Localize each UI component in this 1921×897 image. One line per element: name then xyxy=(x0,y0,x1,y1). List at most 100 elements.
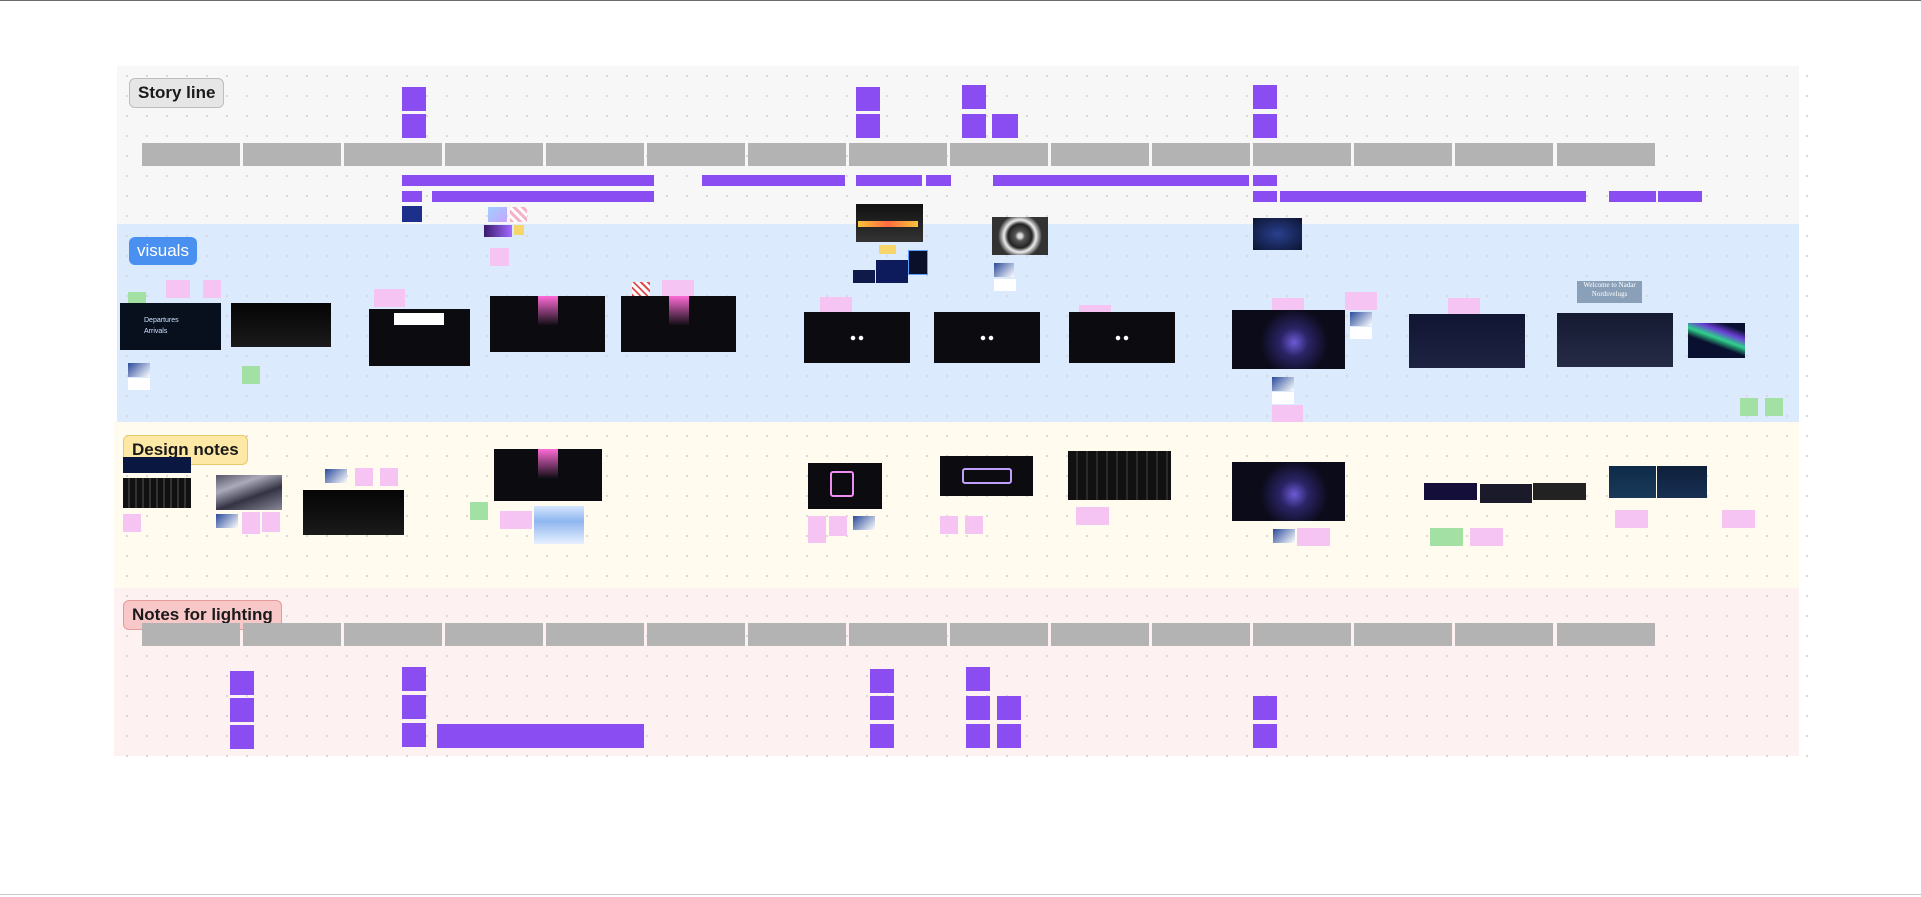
scene-block[interactable] xyxy=(950,623,1048,646)
sticky-note[interactable] xyxy=(965,516,983,534)
scene-block[interactable] xyxy=(445,623,543,646)
scene-block[interactable] xyxy=(1455,143,1553,166)
story-span-bar[interactable] xyxy=(856,175,922,186)
lighting-card[interactable] xyxy=(1253,696,1277,720)
lighting-card[interactable] xyxy=(230,671,254,695)
scene-block[interactable] xyxy=(1354,623,1452,646)
thumbnail-image[interactable] xyxy=(858,221,918,227)
sticky-note[interactable] xyxy=(1272,405,1303,422)
design-frame[interactable] xyxy=(1480,484,1532,503)
lighting-card[interactable] xyxy=(870,696,894,720)
scene-block[interactable] xyxy=(1354,143,1452,166)
lighting-card[interactable] xyxy=(230,725,254,749)
thumbnail-image[interactable] xyxy=(534,506,584,544)
thumbnail-image[interactable] xyxy=(402,206,422,222)
thumbnail-image[interactable] xyxy=(1253,218,1302,250)
scene-block[interactable] xyxy=(1051,623,1149,646)
lane-label-story-line[interactable]: Story line xyxy=(129,78,225,108)
visual-frame[interactable] xyxy=(231,303,331,347)
sticky-note[interactable] xyxy=(355,468,373,486)
lighting-card[interactable] xyxy=(966,696,990,720)
story-card[interactable] xyxy=(402,114,426,138)
welcome-sign[interactable]: Welcome to Nadar Nordsvelugs xyxy=(1577,281,1642,303)
story-card[interactable] xyxy=(1253,85,1277,109)
lighting-span-bar[interactable] xyxy=(437,724,644,748)
scene-block[interactable] xyxy=(1152,623,1250,646)
sticky-note[interactable] xyxy=(166,280,190,298)
lighting-card[interactable] xyxy=(230,698,254,722)
design-frame-neon-plug[interactable] xyxy=(940,456,1033,496)
sticky-note[interactable] xyxy=(490,248,509,266)
scene-block[interactable] xyxy=(1557,143,1655,166)
thumbnail-image[interactable] xyxy=(484,225,512,237)
visual-frame-aurora[interactable] xyxy=(1688,323,1745,358)
design-frame-starry[interactable] xyxy=(1609,466,1656,498)
scene-block[interactable] xyxy=(647,143,745,166)
design-frame[interactable] xyxy=(123,457,191,473)
lighting-card[interactable] xyxy=(870,724,894,748)
thumbnail-image[interactable] xyxy=(1273,529,1295,543)
design-frame[interactable] xyxy=(1533,483,1586,500)
sticky-note[interactable] xyxy=(1470,528,1503,546)
thumbnail-image[interactable] xyxy=(216,514,238,528)
scene-block[interactable] xyxy=(1253,143,1351,166)
visual-frame-night-sky[interactable] xyxy=(1557,313,1673,367)
visual-frame-departures[interactable]: Departures Arrivals xyxy=(120,303,221,350)
sticky-note[interactable] xyxy=(1722,510,1755,528)
sticky-note[interactable] xyxy=(808,516,826,543)
lighting-card[interactable] xyxy=(402,723,426,747)
story-span-bar[interactable] xyxy=(926,175,951,186)
design-frame-corridor[interactable] xyxy=(1068,451,1171,500)
scene-block[interactable] xyxy=(344,143,442,166)
story-span-bar[interactable] xyxy=(1253,175,1277,186)
sticky-note[interactable] xyxy=(1076,507,1109,525)
sticky-note[interactable] xyxy=(203,280,221,298)
sticky-note[interactable] xyxy=(514,225,524,235)
scene-block[interactable] xyxy=(748,623,846,646)
lane-label-visuals[interactable]: visuals xyxy=(129,237,197,265)
thumbnail-image[interactable] xyxy=(488,207,507,222)
sticky-note[interactable] xyxy=(829,516,847,536)
visual-frame[interactable] xyxy=(369,309,470,366)
thumbnail-image[interactable] xyxy=(1272,377,1294,391)
visual-frame-pink-light[interactable] xyxy=(490,296,605,352)
scene-block[interactable] xyxy=(748,143,846,166)
lighting-card[interactable] xyxy=(966,724,990,748)
scene-block[interactable] xyxy=(1152,143,1250,166)
thumbnail-image[interactable] xyxy=(325,469,347,483)
visual-frame-eyes[interactable] xyxy=(804,312,910,363)
story-card[interactable] xyxy=(1253,114,1277,138)
scene-block[interactable] xyxy=(344,623,442,646)
scene-block[interactable] xyxy=(1557,623,1655,646)
scene-block[interactable] xyxy=(142,143,240,166)
scene-block[interactable] xyxy=(142,623,240,646)
story-span-bar[interactable] xyxy=(402,175,654,186)
story-span-bar[interactable] xyxy=(702,175,845,186)
story-card[interactable] xyxy=(992,114,1018,138)
sticky-note[interactable] xyxy=(242,512,260,534)
story-span-bar[interactable] xyxy=(432,191,654,202)
sticky-note[interactable] xyxy=(123,514,141,532)
sticky-note-green[interactable] xyxy=(242,366,260,384)
thumbnail-image[interactable] xyxy=(876,260,908,283)
sticky-note[interactable] xyxy=(1448,298,1480,316)
sticky-note[interactable] xyxy=(879,245,896,254)
sticky-note[interactable] xyxy=(662,280,694,296)
scene-block[interactable] xyxy=(647,623,745,646)
sticky-note[interactable] xyxy=(128,378,150,390)
sticky-note[interactable] xyxy=(374,289,405,307)
sticky-note[interactable] xyxy=(1297,528,1330,546)
scene-block[interactable] xyxy=(849,143,947,166)
story-card[interactable] xyxy=(402,87,426,111)
scene-block[interactable] xyxy=(950,143,1048,166)
visual-frame-eyes[interactable] xyxy=(1069,312,1175,363)
sticky-note-green[interactable] xyxy=(1740,398,1758,416)
lighting-card[interactable] xyxy=(402,695,426,719)
thumbnail-image[interactable] xyxy=(908,250,928,275)
sticky-note-green[interactable] xyxy=(1765,398,1783,416)
sticky-note[interactable] xyxy=(940,516,958,534)
story-span-bar[interactable] xyxy=(1658,191,1702,202)
sticky-note-green[interactable] xyxy=(470,502,488,520)
scene-block[interactable] xyxy=(1051,143,1149,166)
story-card[interactable] xyxy=(962,85,986,109)
